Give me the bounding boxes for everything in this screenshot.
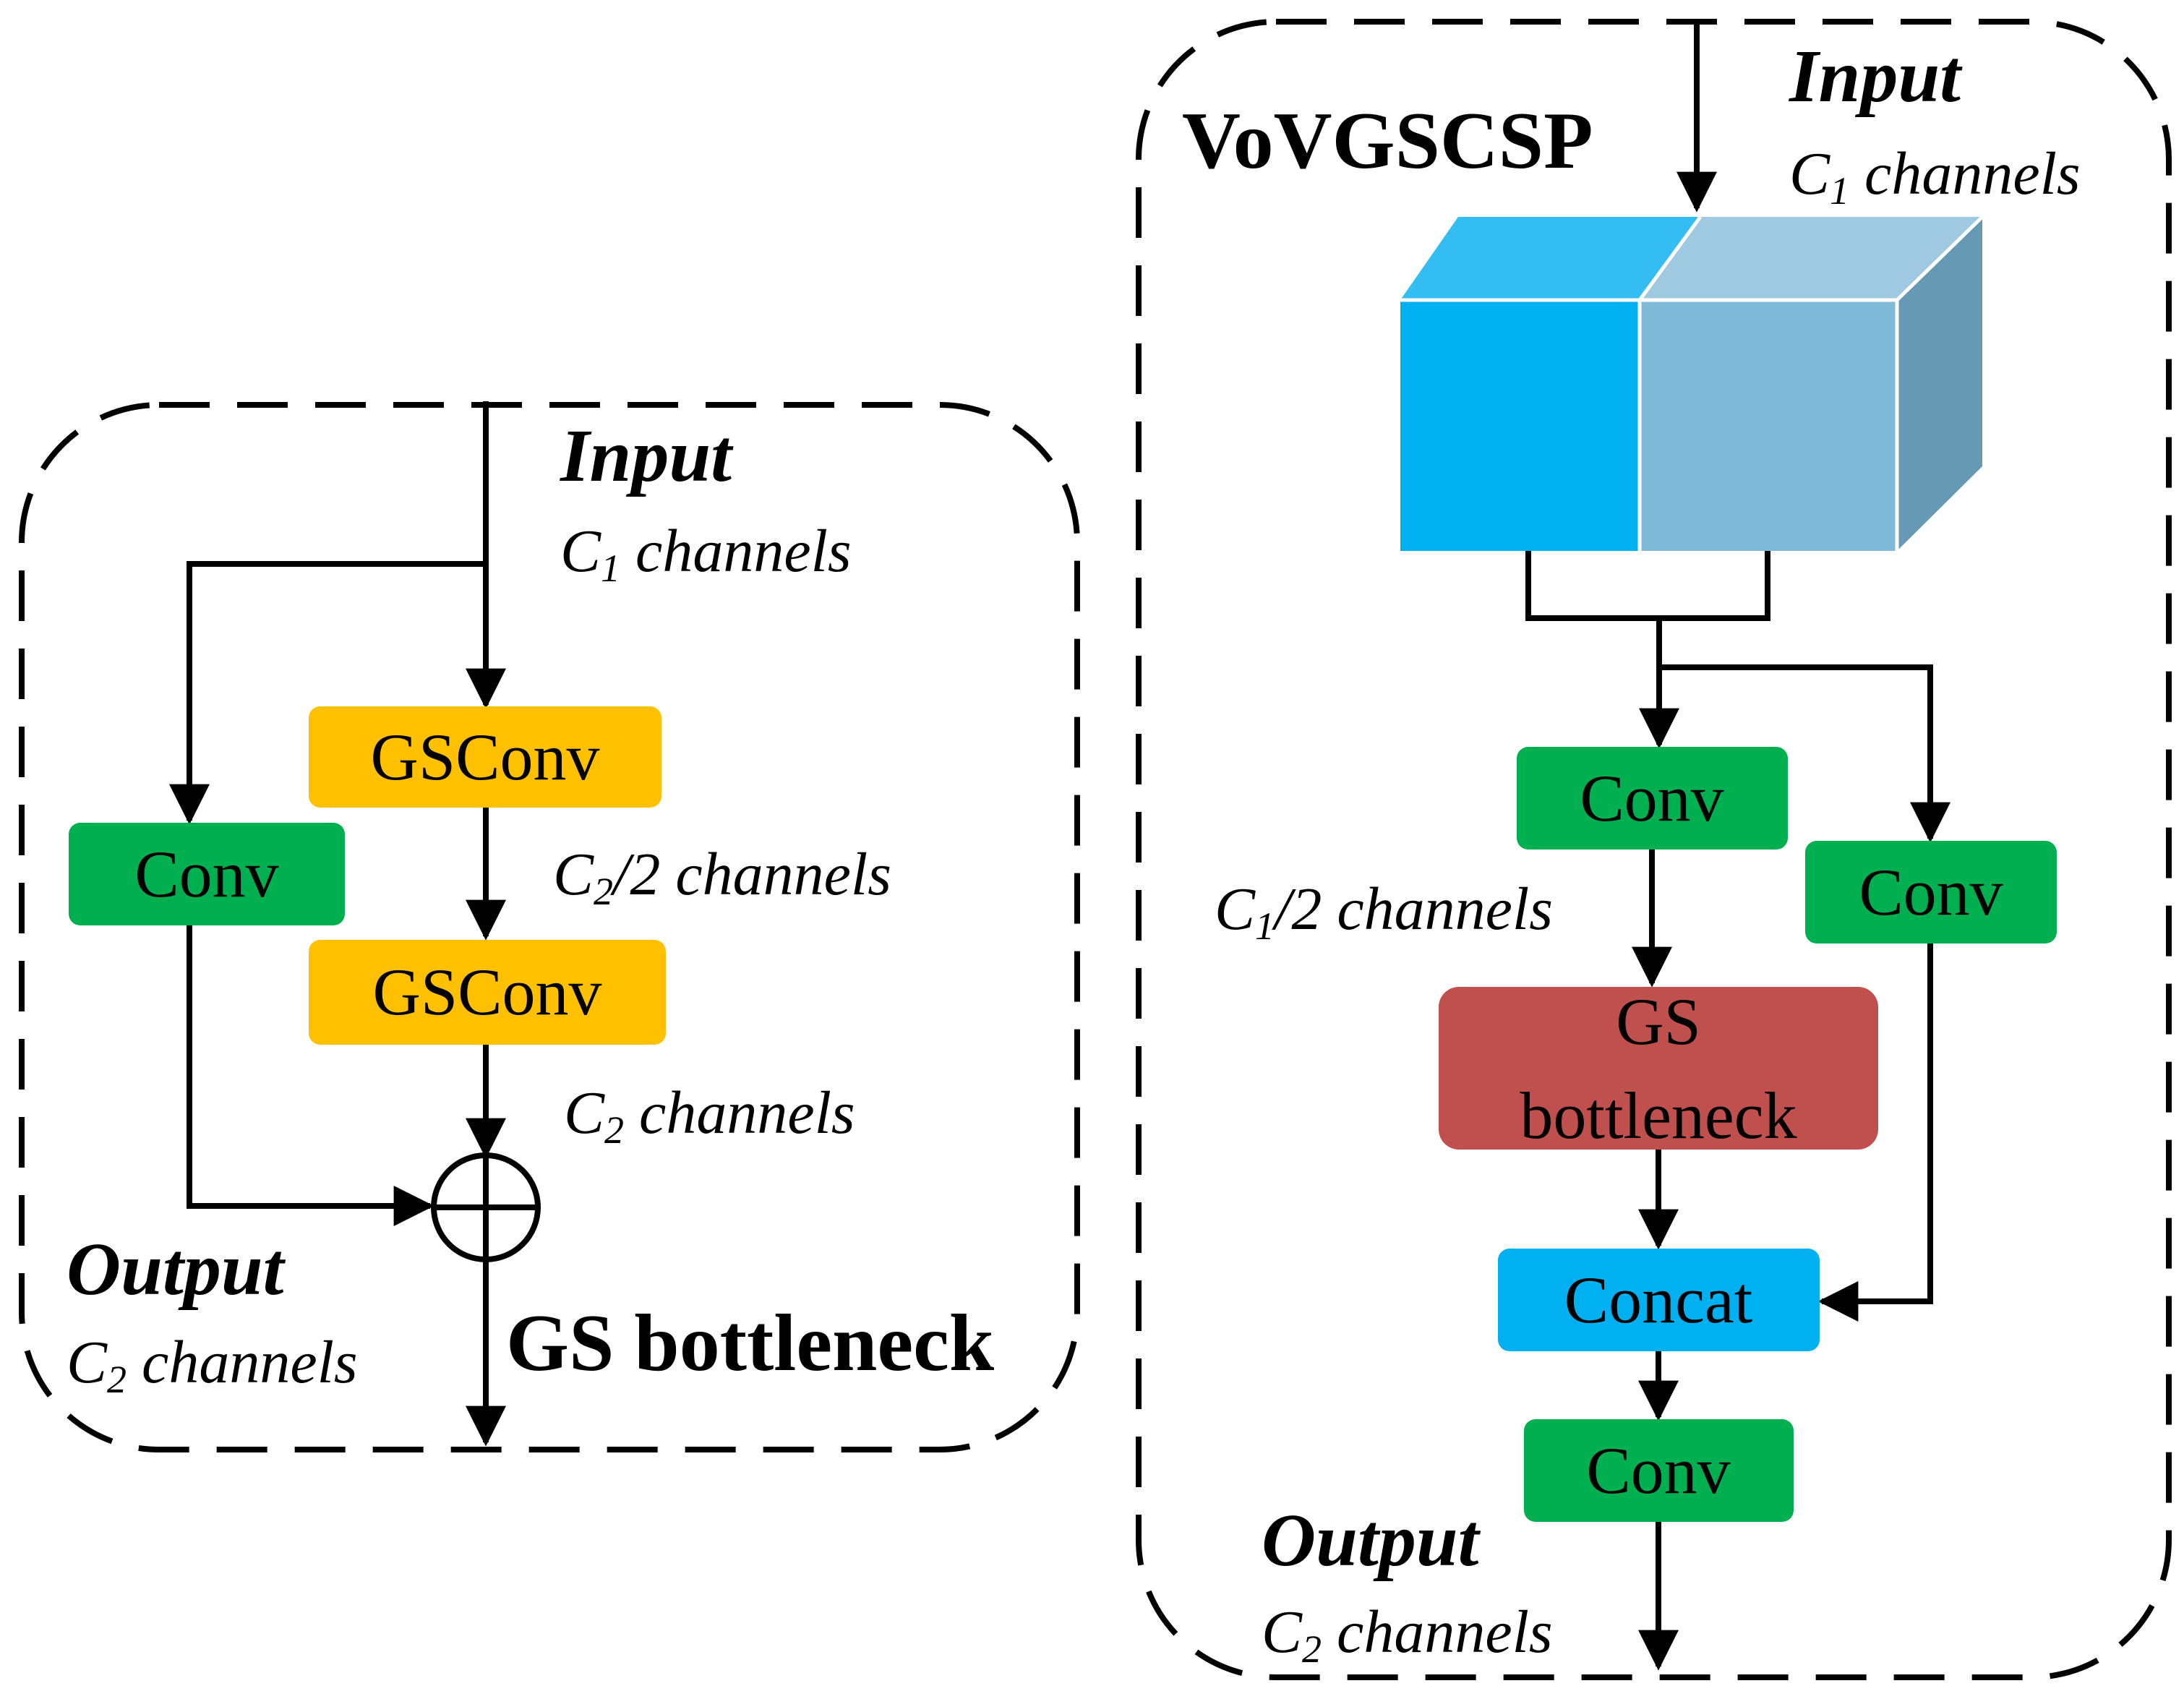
vovgscsp-conv-left-label: Conv: [1580, 761, 1723, 835]
vovgscsp-title: VoVGSCSP: [1182, 96, 1593, 186]
gs-bottleneck-box-bg: [1439, 987, 1878, 1150]
concat-box: Concat: [1498, 1249, 1820, 1351]
gs-bottleneck-box-label-line2: bottleneck: [1520, 1079, 1797, 1152]
gs-bottleneck-box-label-line1: GS: [1616, 985, 1701, 1058]
gs-bottleneck-dashed-border: [19, 402, 1080, 1452]
vovgscsp-half-channels: C1/2 channels: [1215, 876, 1553, 948]
vovgscsp-dashed-border: [1136, 19, 2172, 1680]
gsconv-box-1-label: GSConv: [371, 720, 600, 794]
vovgscsp-conv-out-box: Conv: [1524, 1419, 1794, 1522]
gs-bottleneck-box: GS bottleneck: [1439, 985, 1878, 1152]
vovgscsp-output-channels: C2 channels: [1262, 1599, 1553, 1671]
cube-top-right: [1640, 217, 1982, 300]
cube-top-left: [1400, 217, 1700, 300]
vovgscsp-conv-out-bg: [1524, 1419, 1794, 1522]
cube-front-left: [1400, 300, 1640, 551]
gs-bottleneck-input-channels: C1 channels: [560, 518, 852, 590]
gs-bottleneck-after-channels: C2 channels: [564, 1079, 855, 1152]
cube-front-right: [1640, 300, 1897, 551]
concat-label: Concat: [1564, 1263, 1753, 1337]
gsconv-box-2: GSConv: [309, 940, 666, 1045]
gsconv-box-2-label: GSConv: [373, 955, 602, 1029]
gs-bottleneck-input-label: Input: [559, 414, 734, 497]
cube-side: [1897, 217, 1982, 551]
vovgscsp-conv-left-box: Conv: [1517, 747, 1788, 850]
circle-plus-icon: [431, 1152, 541, 1262]
gs-bottleneck-output-channels: C2 channels: [67, 1329, 358, 1401]
concat-box-bg: [1498, 1249, 1820, 1351]
gsconv-box-1-bg: [309, 706, 661, 808]
vovgscsp-conv-right-label: Conv: [1859, 855, 2003, 929]
gsconv-box-2-bg: [309, 940, 666, 1045]
vovgscsp-input-label: Input: [1788, 35, 1963, 118]
vovgscsp-input-channels: C1 channels: [1789, 140, 2081, 213]
gs-bottleneck-output-label: Output: [67, 1228, 286, 1311]
vovgscsp-conv-right-bg: [1805, 841, 2057, 943]
gs-bottleneck-conv-box-bg: [69, 823, 345, 925]
gs-bottleneck-conv-box: Conv: [69, 823, 345, 925]
vovgscsp-output-label: Output: [1262, 1499, 1481, 1582]
split-feature-cube: [1400, 215, 1984, 551]
gsconv-box-1: GSConv: [309, 706, 661, 808]
gs-bottleneck-panel: Input C1 channels GSConv GSConv Conv C2/…: [19, 401, 1080, 1452]
vovgscsp-conv-out-label: Conv: [1586, 1434, 1730, 1507]
gs-bottleneck-mid-channels: C2/2 channels: [553, 841, 891, 913]
gs-bottleneck-conv-label: Conv: [134, 837, 278, 911]
vovgscsp-conv-right-box: Conv: [1805, 841, 2057, 943]
vovgscsp-conv-left-bg: [1517, 747, 1788, 850]
vovgscsp-panel: VoVGSCSP Input C1 channels Conv: [1136, 19, 2172, 1680]
gs-bottleneck-title: GS bottleneck: [506, 1298, 995, 1388]
